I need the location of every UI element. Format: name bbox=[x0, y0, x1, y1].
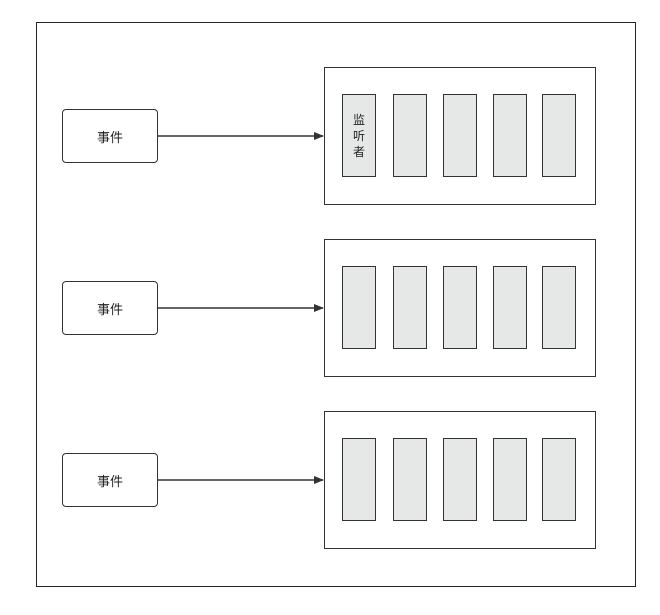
event-box-1: 事件 bbox=[62, 109, 158, 163]
listener-box bbox=[542, 94, 576, 177]
listener-group-1: 监听者 bbox=[324, 67, 596, 205]
listener-box bbox=[542, 438, 576, 521]
listener-label: 监听者 bbox=[352, 112, 365, 159]
listener-group-3 bbox=[324, 411, 596, 549]
listener-box bbox=[393, 94, 427, 177]
listener-group-2 bbox=[324, 239, 596, 377]
listener-box bbox=[342, 438, 376, 521]
event-box-3: 事件 bbox=[62, 453, 158, 507]
outer-frame bbox=[36, 22, 636, 587]
listener-box bbox=[393, 266, 427, 349]
listener-box bbox=[493, 438, 527, 521]
event-box-2: 事件 bbox=[62, 281, 158, 335]
listener-box bbox=[542, 266, 576, 349]
listener-box bbox=[393, 438, 427, 521]
listener-box bbox=[443, 94, 477, 177]
listener-box bbox=[493, 266, 527, 349]
listener-box bbox=[342, 266, 376, 349]
listener-box bbox=[443, 266, 477, 349]
listener-box bbox=[443, 438, 477, 521]
listener-box: 监听者 bbox=[342, 94, 376, 177]
listener-box bbox=[493, 94, 527, 177]
